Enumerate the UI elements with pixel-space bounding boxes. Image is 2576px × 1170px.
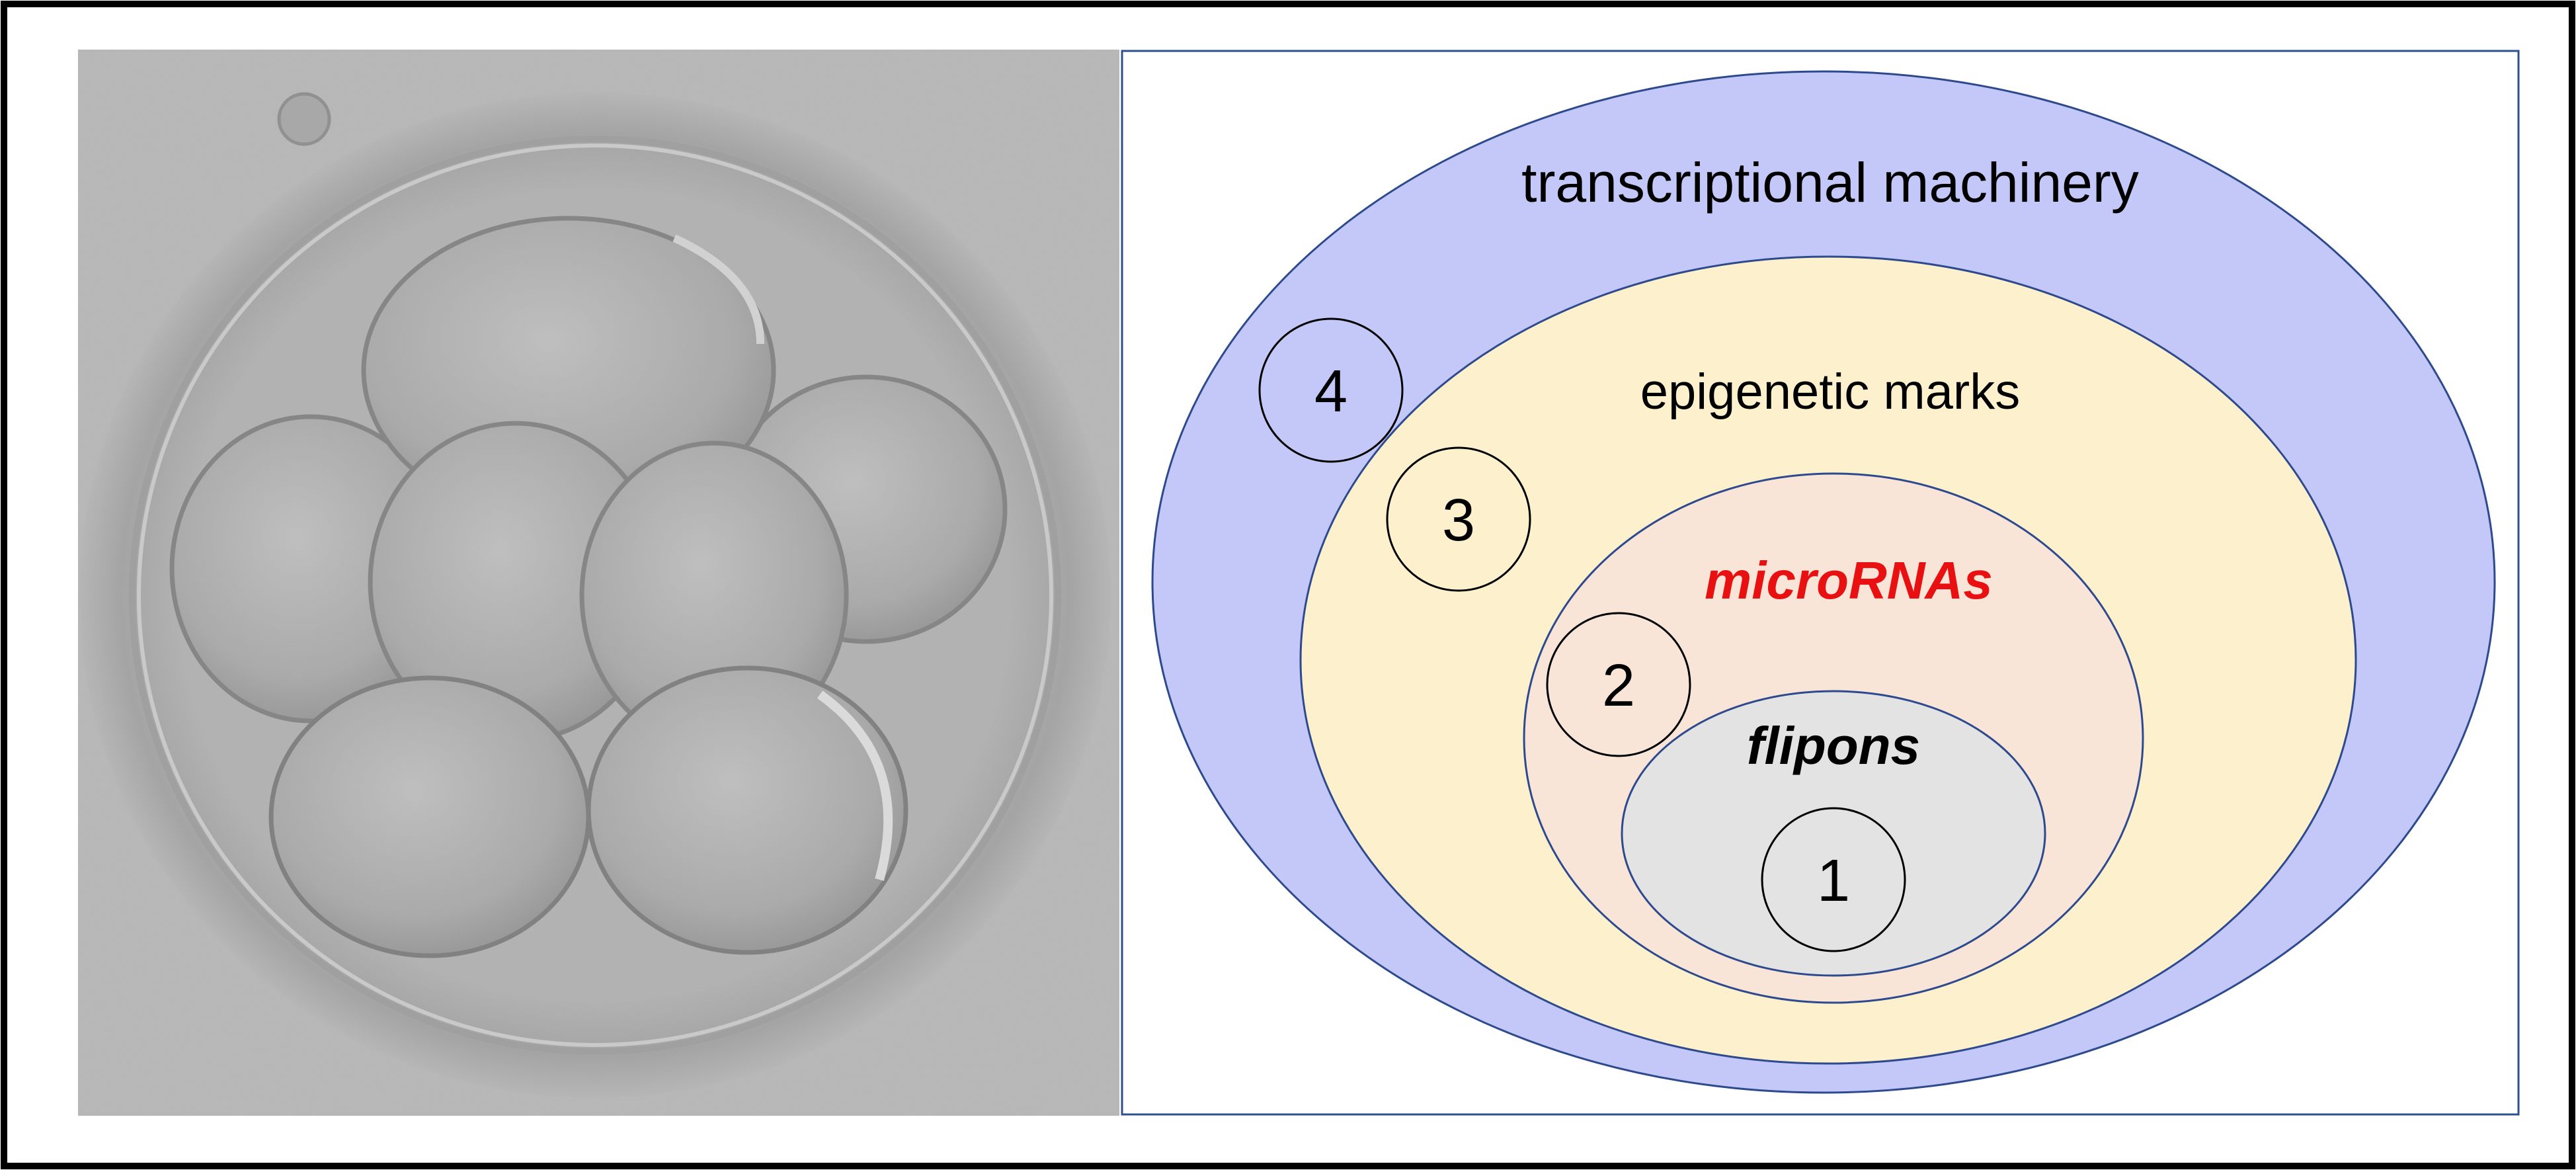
label-flipons: flipons — [1747, 716, 1920, 775]
marker-2-circle — [1546, 612, 1691, 757]
marker-4-label: 4 — [1314, 358, 1348, 425]
marker-1: 1 — [1761, 807, 1906, 952]
marker-3-circle — [1386, 446, 1531, 592]
label-transcriptional-machinery: transcriptional machinery — [1521, 151, 2139, 214]
marker-3: 3 — [1386, 446, 1531, 592]
label-micrornas: microRNAs — [1705, 551, 1993, 610]
marker-4: 4 — [1258, 317, 1404, 463]
marker-2-label: 2 — [1602, 653, 1635, 719]
marker-1-label: 1 — [1817, 848, 1850, 914]
marker-2: 2 — [1546, 612, 1691, 757]
label-epigenetic-marks: epigenetic marks — [1640, 364, 2021, 420]
marker-1-circle — [1761, 807, 1906, 952]
micrograph-grain — [78, 50, 1119, 1116]
embryo-micrograph — [78, 50, 1119, 1116]
marker-4-circle — [1258, 317, 1404, 463]
marker-3-label: 3 — [1442, 487, 1475, 554]
